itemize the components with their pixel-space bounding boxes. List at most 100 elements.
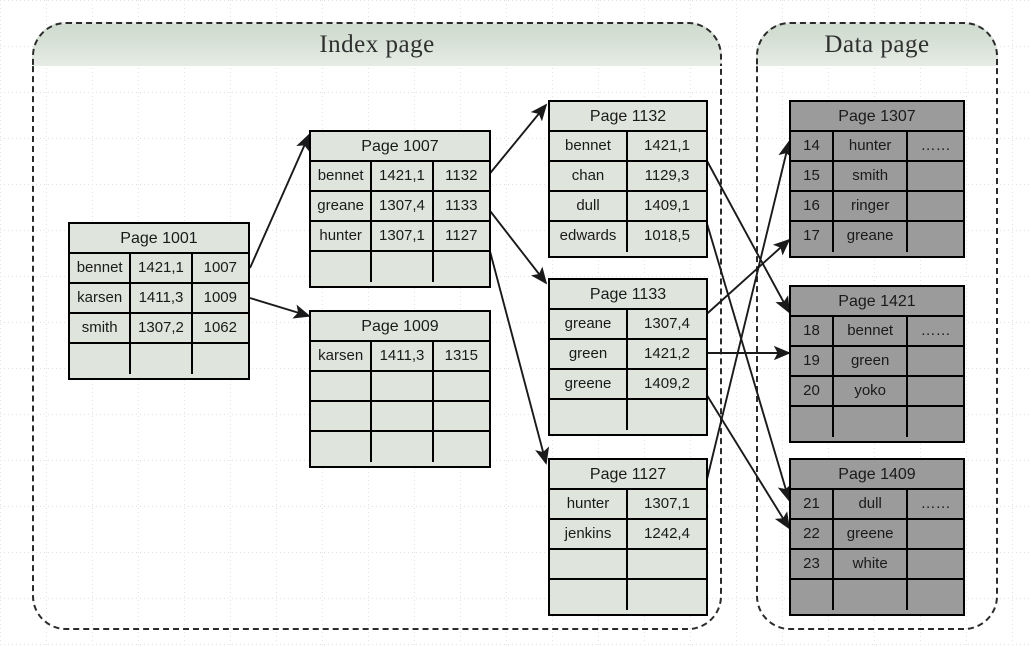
grid-line-vertical <box>736 0 737 647</box>
table-page-1007[interactable]: Page 1007 bennet 1421,1 1132 greane 1307… <box>309 130 491 288</box>
table-row[interactable]: edwards 1018,5 <box>550 222 706 252</box>
cell-page: 1132 <box>433 162 489 190</box>
table-page-1132[interactable]: Page 1132 bennet 1421,1 chan 1129,3 dull… <box>548 100 708 258</box>
cell-page: 1062 <box>192 314 248 342</box>
table-row[interactable]: 20 yoko <box>791 377 963 407</box>
table-row[interactable]: greene 1409,2 <box>550 370 706 400</box>
cell-key: green <box>550 340 628 368</box>
table-row[interactable]: 16 ringer <box>791 192 963 222</box>
cell-page: 1127 <box>433 222 489 250</box>
table-row[interactable]: 22 greene <box>791 520 963 550</box>
cell-name: green <box>834 347 909 375</box>
table-row[interactable]: bennet 1421,1 1007 <box>70 254 248 284</box>
table-row-empty[interactable] <box>311 372 489 402</box>
cell-rid: 1411,3 <box>131 284 193 312</box>
cell-name: smith <box>834 162 909 190</box>
table-row[interactable]: 14 hunter …… <box>791 132 963 162</box>
table-row[interactable]: 23 white <box>791 550 963 580</box>
cell-rid: 1242,4 <box>628 520 706 548</box>
cell-more <box>908 222 963 252</box>
grid-line-horizontal <box>0 644 1031 645</box>
cell-page: 1133 <box>433 192 489 220</box>
cell-page <box>433 372 489 400</box>
cell-rid: 1018,5 <box>628 222 706 252</box>
cell-rid: 1307,4 <box>372 192 434 220</box>
cell-rowid: 20 <box>791 377 835 405</box>
table-row[interactable]: greane 1307,4 <box>550 310 706 340</box>
table-row-empty[interactable] <box>70 344 248 374</box>
cell-rid: 1409,1 <box>628 192 706 220</box>
table-row[interactable]: 15 smith <box>791 162 963 192</box>
table-title: Page 1409 <box>791 460 963 490</box>
cell-rid <box>628 400 706 430</box>
cell-key: dull <box>550 192 628 220</box>
cell-rowid <box>791 580 835 610</box>
cell-page: 1009 <box>192 284 248 312</box>
cell-rid: 1129,3 <box>628 162 706 190</box>
cell-name: white <box>834 550 909 578</box>
cell-key: bennet <box>70 254 132 282</box>
cell-key <box>311 252 373 282</box>
table-title: Page 1133 <box>550 280 706 310</box>
cell-key: greane <box>311 192 373 220</box>
table-row-empty[interactable] <box>311 432 489 462</box>
cell-rid <box>131 344 193 374</box>
table-row[interactable]: karsen 1411,3 1315 <box>311 342 489 372</box>
table-row[interactable]: green 1421,2 <box>550 340 706 370</box>
table-row-empty[interactable] <box>550 580 706 610</box>
table-page-1133[interactable]: Page 1133 greane 1307,4 green 1421,2 gre… <box>548 278 708 436</box>
grid-line-vertical <box>0 0 1 647</box>
table-row[interactable]: greane 1307,4 1133 <box>311 192 489 222</box>
table-page-1127[interactable]: Page 1127 hunter 1307,1 jenkins 1242,4 <box>548 458 708 616</box>
cell-rowid: 17 <box>791 222 835 252</box>
table-page-1307[interactable]: Page 1307 14 hunter …… 15 smith 16 ringe… <box>789 100 965 258</box>
cell-rid: 1421,1 <box>372 162 434 190</box>
cell-more <box>908 407 963 437</box>
index-page-title: Index page <box>32 22 722 66</box>
cell-page <box>433 402 489 430</box>
table-title: Page 1132 <box>550 102 706 132</box>
cell-more <box>908 377 963 405</box>
table-page-1409[interactable]: Page 1409 21 dull …… 22 greene 23 white <box>789 458 965 616</box>
table-row[interactable]: hunter 1307,1 1127 <box>311 222 489 252</box>
table-row[interactable]: 18 bennet …… <box>791 317 963 347</box>
table-title: Page 1007 <box>311 132 489 162</box>
table-row-empty[interactable] <box>550 550 706 580</box>
cell-more <box>908 162 963 190</box>
cell-rowid: 16 <box>791 192 835 220</box>
table-row-empty[interactable] <box>791 407 963 437</box>
table-row[interactable]: 17 greane <box>791 222 963 252</box>
table-row[interactable]: smith 1307,2 1062 <box>70 314 248 344</box>
cell-rid <box>372 372 434 400</box>
table-row[interactable]: dull 1409,1 <box>550 192 706 222</box>
table-page-1009[interactable]: Page 1009 karsen 1411,3 1315 <box>309 310 491 468</box>
table-row[interactable]: bennet 1421,1 <box>550 132 706 162</box>
table-row[interactable]: chan 1129,3 <box>550 162 706 192</box>
table-row[interactable]: hunter 1307,1 <box>550 490 706 520</box>
cell-rowid <box>791 407 835 437</box>
table-row-empty[interactable] <box>311 402 489 432</box>
cell-rid <box>372 432 434 462</box>
cell-key: smith <box>70 314 132 342</box>
table-row[interactable]: 21 dull …… <box>791 490 963 520</box>
table-row-empty[interactable] <box>791 580 963 610</box>
table-row[interactable]: jenkins 1242,4 <box>550 520 706 550</box>
table-row-empty[interactable] <box>550 400 706 430</box>
cell-more: …… <box>908 490 963 518</box>
table-page-1421[interactable]: Page 1421 18 bennet …… 19 green 20 yoko <box>789 285 965 443</box>
table-title: Page 1001 <box>70 224 248 254</box>
table-row-empty[interactable] <box>311 252 489 282</box>
table-row[interactable]: karsen 1411,3 1009 <box>70 284 248 314</box>
cell-rid: 1307,4 <box>628 310 706 338</box>
table-row[interactable]: 19 green <box>791 347 963 377</box>
cell-key: bennet <box>311 162 373 190</box>
cell-name: bennet <box>834 317 909 345</box>
grid-line-horizontal <box>0 0 1031 1</box>
table-page-1001[interactable]: Page 1001 bennet 1421,1 1007 karsen 1411… <box>68 222 250 380</box>
cell-key <box>550 580 628 610</box>
table-row[interactable]: bennet 1421,1 1132 <box>311 162 489 192</box>
cell-page: 1315 <box>433 342 489 370</box>
cell-name: greane <box>834 222 909 252</box>
cell-page <box>433 432 489 462</box>
